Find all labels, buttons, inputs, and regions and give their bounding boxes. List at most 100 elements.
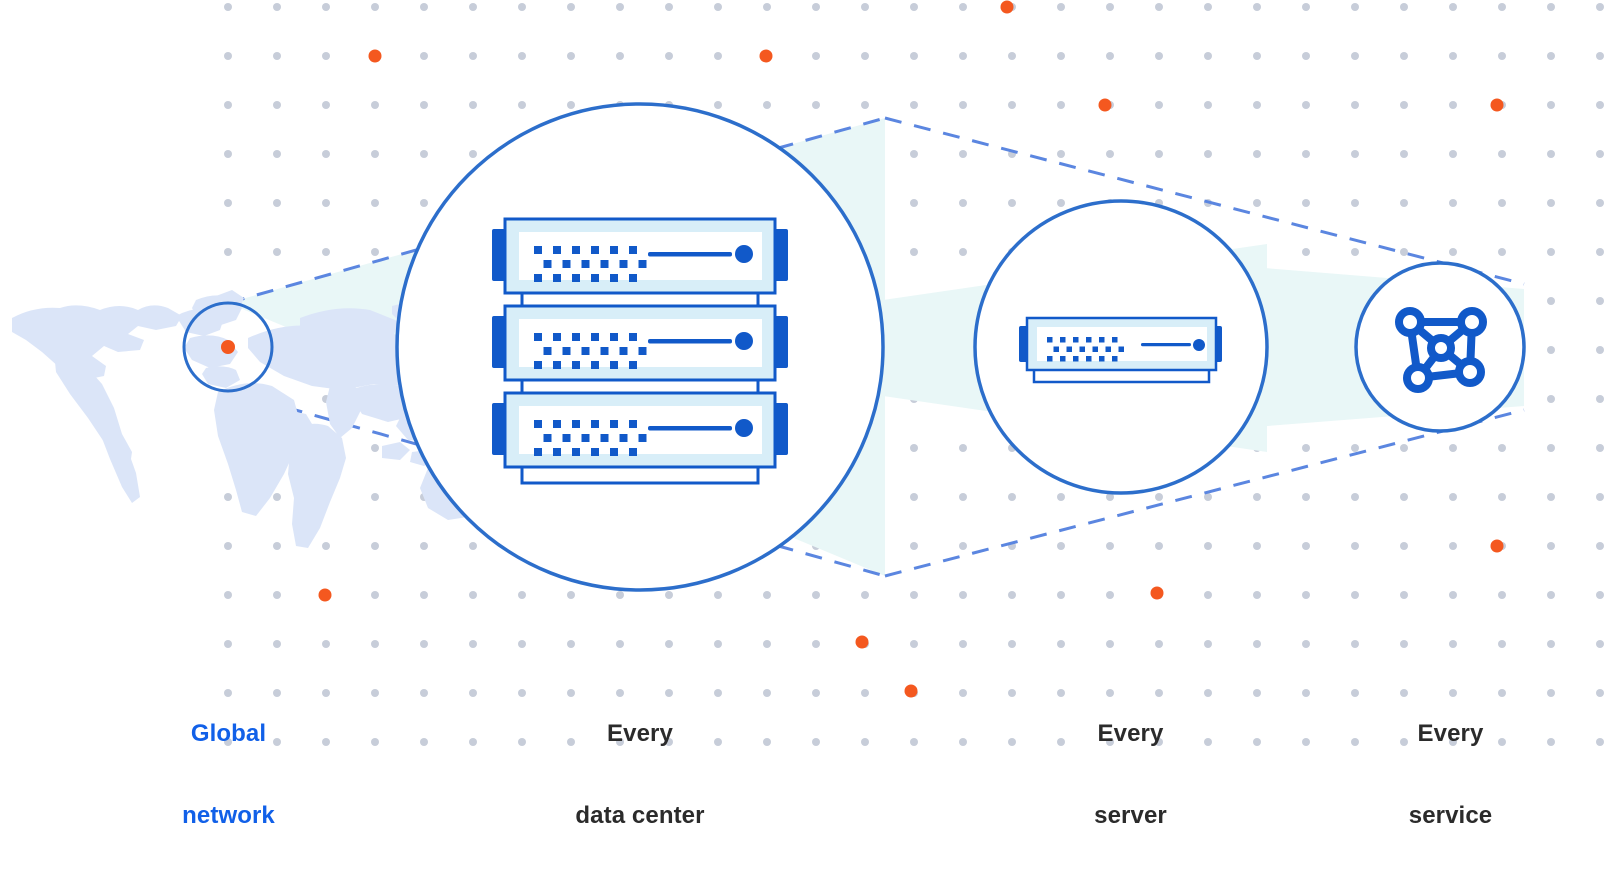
- stage-label-data-center: Every data center: [520, 666, 760, 883]
- grid-dot: [469, 150, 477, 158]
- grid-dot: [861, 52, 869, 60]
- grid-dot: [910, 52, 918, 60]
- grid-dot: [812, 52, 820, 60]
- grid-dot: [616, 3, 624, 11]
- diagram-root: Global network Every data center Every s…: [12, 0, 1604, 829]
- grid-dot: [1596, 248, 1604, 256]
- grid-dot: [273, 3, 281, 11]
- grid-dot: [1204, 101, 1212, 109]
- grid-dot: [1400, 150, 1408, 158]
- grid-dot: [1057, 150, 1065, 158]
- grid-dot: [273, 591, 281, 599]
- grid-dot: [1057, 640, 1065, 648]
- server-led: [610, 274, 618, 282]
- grid-highlight-dot: [759, 49, 773, 63]
- server-led: [629, 333, 637, 341]
- grid-dot: [518, 640, 526, 648]
- grid-dot: [322, 150, 330, 158]
- server-rack-unit-1: [492, 217, 788, 311]
- grid-dot: [861, 738, 869, 746]
- grid-dot: [959, 101, 967, 109]
- grid-dot: [1400, 199, 1408, 207]
- grid-dot: [861, 591, 869, 599]
- grid-dot: [1302, 493, 1310, 501]
- grid-dot: [1302, 248, 1310, 256]
- grid-dot: [763, 640, 771, 648]
- grid-dot: [224, 591, 232, 599]
- server-led: [591, 361, 599, 369]
- grid-dot: [812, 640, 820, 648]
- server-led: [534, 420, 542, 428]
- grid-dot: [1351, 248, 1359, 256]
- grid-dot: [1302, 689, 1310, 697]
- grid-dot: [1400, 640, 1408, 648]
- grid-dot: [1155, 738, 1163, 746]
- stage-label-global-network: Global network: [126, 666, 331, 883]
- stage-label-server: Every server: [1028, 666, 1233, 883]
- server-led: [1092, 346, 1098, 352]
- grid-dot: [469, 52, 477, 60]
- grid-dot: [322, 738, 330, 746]
- grid-dot: [518, 101, 526, 109]
- server-led: [572, 333, 580, 341]
- grid-dot: [1302, 101, 1310, 109]
- grid-dot: [1547, 199, 1555, 207]
- grid-dot: [224, 738, 232, 746]
- grid-dot: [910, 3, 918, 11]
- server-led: [638, 434, 647, 442]
- grid-dot: [910, 542, 918, 550]
- server-led: [610, 333, 618, 341]
- server-led: [1060, 337, 1066, 343]
- grid-dot: [371, 101, 379, 109]
- grid-dot: [1106, 542, 1114, 550]
- grid-dot: [1547, 689, 1555, 697]
- grid-dot: [1449, 591, 1457, 599]
- stage-label-service: Every service: [1348, 666, 1553, 883]
- grid-dot: [518, 3, 526, 11]
- grid-dot: [420, 640, 428, 648]
- grid-dot: [861, 101, 869, 109]
- server-led: [1112, 337, 1118, 343]
- server-led: [572, 246, 580, 254]
- grid-dot: [1596, 591, 1604, 599]
- grid-dot: [1498, 3, 1506, 11]
- grid-dot: [371, 591, 379, 599]
- grid-highlight-dot: [1490, 539, 1504, 553]
- grid-dot: [714, 591, 722, 599]
- grid-dot: [1547, 444, 1555, 452]
- map-focus-circle: [182, 301, 274, 393]
- server-led: [600, 260, 609, 268]
- server-led: [553, 448, 561, 456]
- server-led: [619, 347, 628, 355]
- grid-dot: [861, 3, 869, 11]
- server-led: [1112, 356, 1118, 362]
- grid-dot: [1449, 689, 1457, 697]
- grid-dot: [1498, 199, 1506, 207]
- grid-dot: [224, 150, 232, 158]
- grid-dot: [567, 738, 575, 746]
- grid-dot: [469, 591, 477, 599]
- server-unit-icon: [1019, 316, 1222, 384]
- grid-highlight-dot: [368, 49, 382, 63]
- grid-dot: [1008, 689, 1016, 697]
- grid-dot: [518, 738, 526, 746]
- grid-dot: [1351, 52, 1359, 60]
- grid-dot: [1400, 689, 1408, 697]
- grid-dot: [273, 689, 281, 697]
- stage-label-data-center-line1: Every: [607, 720, 673, 748]
- grid-dot: [1008, 738, 1016, 746]
- grid-dot: [1253, 3, 1261, 11]
- grid-dot: [1253, 689, 1261, 697]
- grid-dot: [371, 738, 379, 746]
- grid-dot: [1596, 199, 1604, 207]
- server-led: [572, 420, 580, 428]
- grid-dot: [1449, 199, 1457, 207]
- server-led: [1086, 337, 1092, 343]
- grid-dot: [616, 52, 624, 60]
- grid-dot: [1449, 738, 1457, 746]
- server-led: [581, 260, 590, 268]
- server-led: [543, 434, 552, 442]
- map-focus-dot: [221, 340, 235, 354]
- grid-dot: [1253, 150, 1261, 158]
- grid-dot: [812, 3, 820, 11]
